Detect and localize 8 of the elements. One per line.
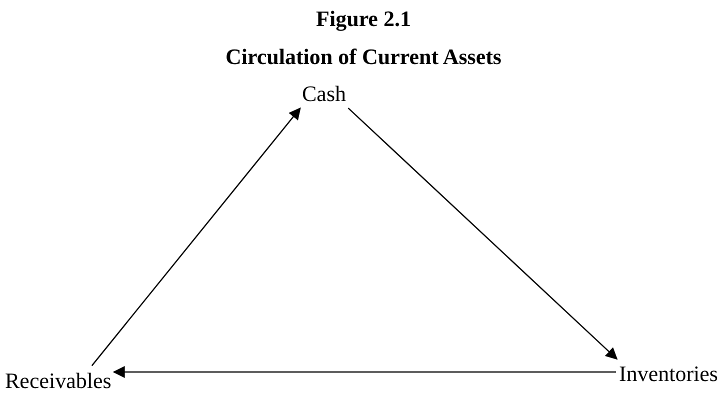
arrow (112, 366, 616, 378)
figure-title: Figure 2.1 (316, 6, 411, 32)
figure-caption: Circulation of Current Assets (225, 44, 502, 70)
node-label: Cash (302, 81, 346, 106)
arrow (348, 108, 618, 360)
node-label: Inventories (619, 361, 718, 386)
arrow (91, 107, 301, 366)
node-label: Receivables (5, 368, 112, 394)
